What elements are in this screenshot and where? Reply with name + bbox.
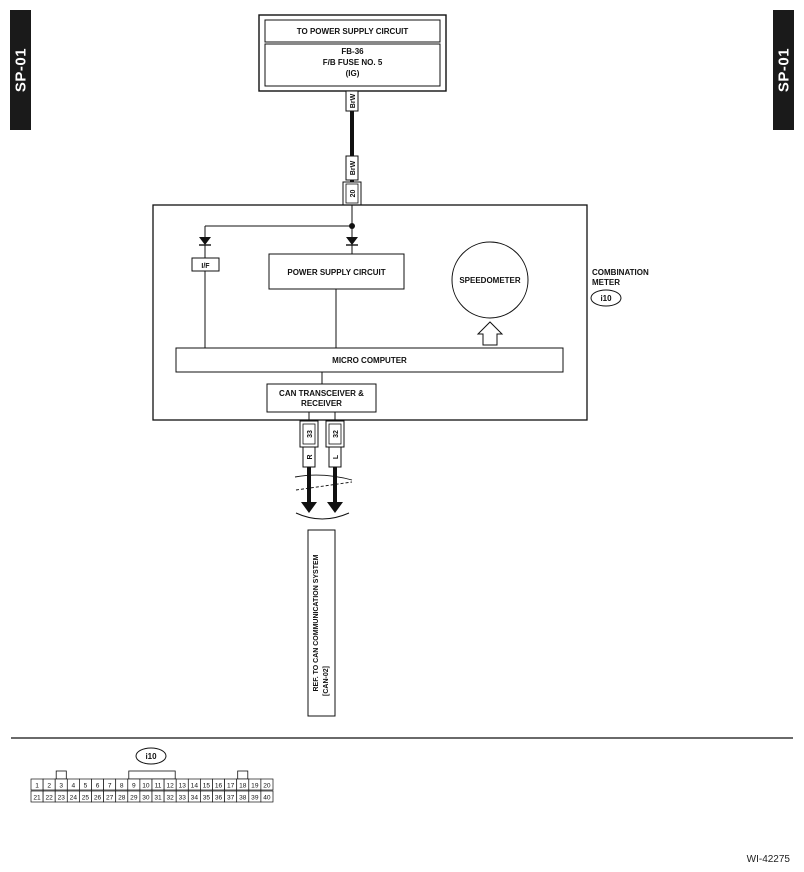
connector-key [237, 770, 249, 780]
micro-computer-box: MICRO COMPUTER [175, 347, 564, 373]
svg-text:33: 33 [307, 430, 314, 438]
svg-text:SPEEDOMETER: SPEEDOMETER [459, 276, 521, 285]
svg-text:L: L [333, 454, 340, 459]
connector-pin-number: 9 [132, 782, 136, 789]
twist-curve-bottom [295, 512, 350, 520]
connector-pin-number: 15 [203, 782, 211, 789]
connector-pin-number: 1 [35, 782, 39, 789]
signal-up-arrow [476, 321, 504, 346]
wire-color-tag-r: R [302, 446, 316, 468]
connector-pin-number: 19 [251, 782, 259, 789]
connector-pin-number: 36 [215, 794, 223, 801]
connector-pin-number: 25 [82, 794, 90, 801]
connector-pin-number: 21 [33, 794, 41, 801]
pin-33-tag: 33 [299, 420, 319, 448]
connector-pin-number: 33 [179, 794, 187, 801]
svg-text:MICRO COMPUTER: MICRO COMPUTER [332, 356, 407, 365]
connector-pin-number: 22 [45, 794, 53, 801]
section-tab-left: SP-01 [10, 10, 31, 130]
connector-pin-number: 40 [263, 794, 271, 801]
connector-pin-number: 14 [191, 782, 199, 789]
if-box: I/F [191, 257, 220, 272]
svg-text:[CAN-02]: [CAN-02] [323, 666, 330, 696]
svg-text:20: 20 [350, 190, 357, 198]
connector-pin-number: 29 [130, 794, 138, 801]
power-box-header: TO POWER SUPPLY CIRCUIT [297, 27, 409, 36]
connector-pin-number: 24 [70, 794, 78, 801]
connector-pin-cell [260, 778, 274, 791]
figure-id: WI-42275 [747, 854, 791, 865]
connector-pin-number: 6 [96, 782, 100, 789]
connector-pin-number: 10 [142, 782, 150, 789]
connector-label: i10 [135, 747, 167, 765]
connector-pin-number: 31 [154, 794, 162, 801]
connector-pin-number: 39 [251, 794, 259, 801]
fuse-id: FB-36 [341, 47, 364, 56]
connector-pin-cell [260, 790, 274, 803]
connector-pin-number: 12 [166, 782, 174, 789]
connector-pin-number: 4 [72, 782, 76, 789]
svg-text:R: R [307, 454, 314, 459]
connector-pin-number: 3 [59, 782, 63, 789]
svg-text:BrW: BrW [350, 93, 357, 108]
svg-text:i10: i10 [600, 294, 612, 303]
wire-color-tag-l: L [328, 446, 342, 468]
svg-text:CAN TRANSCEIVER &: CAN TRANSCEIVER & [279, 389, 364, 398]
connector-pin-number: 18 [239, 782, 247, 789]
connector-pin-number: 32 [166, 794, 174, 801]
fuse-name: F/B FUSE NO. 5 [323, 58, 383, 67]
ref-can-box: REF. TO CAN COMMUNICATION SYSTEM [CAN-02… [307, 529, 336, 717]
connector-pin-number: 28 [118, 794, 126, 801]
connector-pin-number: 37 [227, 794, 235, 801]
connector-pin-number: 23 [58, 794, 66, 801]
diode-left [199, 237, 211, 246]
connector-pin-number: 30 [142, 794, 150, 801]
meter-connector-badge: i10 [590, 289, 622, 307]
svg-text:BrW: BrW [350, 160, 357, 175]
connector-pin-number: 27 [106, 794, 114, 801]
arrow-down-right [327, 502, 343, 513]
connector-pin-number: 2 [47, 782, 51, 789]
connector-pin-number: 8 [120, 782, 124, 789]
svg-text:32: 32 [333, 430, 340, 438]
connector-pin-number: 38 [239, 794, 247, 801]
twist-curve-top [294, 474, 353, 481]
connector-pin-number: 11 [155, 782, 162, 789]
combination-meter-box [152, 204, 588, 421]
speedometer-gauge: SPEEDOMETER [451, 241, 529, 319]
connector-key [128, 770, 176, 780]
wire-color-tag-top: BrW [345, 90, 359, 112]
meter-name-line1: COMBINATION [592, 268, 649, 277]
connector-pin-number: 13 [179, 782, 187, 789]
svg-text:RECEIVER: RECEIVER [301, 399, 342, 408]
connector-pin-number: 7 [108, 782, 112, 789]
section-tab-right: SP-01 [773, 10, 794, 130]
pin-20-tag: 20 [342, 181, 362, 206]
connector-pin-number: 17 [227, 782, 235, 789]
diode-right [346, 237, 358, 246]
connector-pin-number: 26 [94, 794, 102, 801]
svg-text:i10: i10 [145, 752, 157, 761]
can-transceiver-box: CAN TRANSCEIVER & RECEIVER [266, 383, 377, 413]
wire-color-tag-mid: BrW [345, 155, 359, 181]
connector-pin-number: 34 [191, 794, 199, 801]
connector-pin-number: 5 [84, 782, 88, 789]
svg-text:REF. TO CAN COMMUNICATION SYST: REF. TO CAN COMMUNICATION SYSTEM [313, 554, 320, 691]
connector-pin-number: 20 [263, 782, 271, 789]
connector-pin-number: 35 [203, 794, 211, 801]
meter-name-line2: METER [592, 278, 620, 287]
twist-dashed-line [295, 481, 353, 491]
arrow-down-left [301, 502, 317, 513]
svg-text:POWER SUPPLY CIRCUIT: POWER SUPPLY CIRCUIT [287, 268, 385, 277]
connector-pin-number: 16 [215, 782, 223, 789]
pin-32-tag: 32 [325, 420, 345, 448]
power-supply-box: TO POWER SUPPLY CIRCUIT FB-36 F/B FUSE N… [258, 14, 447, 92]
fuse-ig: (IG) [346, 69, 360, 78]
connector-key [55, 770, 67, 780]
svg-text:I/F: I/F [201, 263, 210, 270]
internal-power-supply-box: POWER SUPPLY CIRCUIT [268, 253, 405, 290]
